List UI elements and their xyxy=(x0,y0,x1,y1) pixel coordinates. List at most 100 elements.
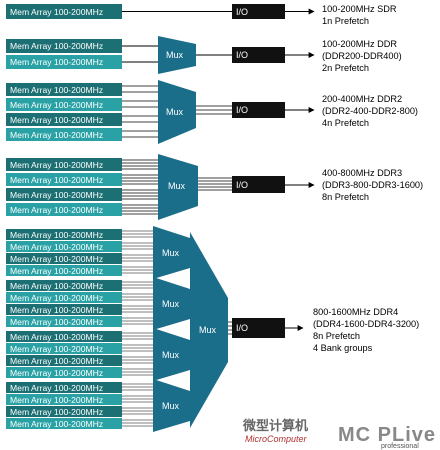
ddr4-label-line-3: 8n Prefetch xyxy=(313,331,360,341)
mux-label: Mux xyxy=(166,50,184,60)
ddr3-label-line-1: 400-800MHz DDR3 xyxy=(322,168,402,178)
memory-array-label: Mem Array 100-200MHz xyxy=(10,41,103,51)
memory-array-label: Mem Array 100-200MHz xyxy=(10,160,103,170)
data-lines xyxy=(122,332,153,376)
mux-block xyxy=(158,154,198,220)
ddr4-label-line-2: (DDR4-1600-DDR4-3200) xyxy=(313,319,419,329)
memory-array-block xyxy=(6,158,122,171)
ddr3-label-line-2: (DDR3-800-DDR3-1600) xyxy=(322,180,423,190)
io-label: I/O xyxy=(236,105,248,115)
memory-array-block xyxy=(6,39,122,53)
ddr3-label-line-3: 8n Prefetch xyxy=(322,192,369,202)
mux-label: Mux xyxy=(166,107,184,117)
ddr-section: Mem Array 100-200MHz Mem Array 100-200MH… xyxy=(6,36,402,74)
memory-array-block xyxy=(6,113,122,126)
mux-label: Mux xyxy=(162,350,180,360)
bank-group-1: Mem Array 100-200MHz Mem Array 100-200MH… xyxy=(6,226,190,279)
data-lines xyxy=(228,321,232,335)
data-lines xyxy=(122,281,153,325)
ddr-label-line-1: 100-200MHz DDR xyxy=(322,39,397,49)
watermark: 微型计算机 MicroComputer MC PLive professiona… xyxy=(242,418,436,450)
io-block xyxy=(232,4,285,19)
memory-array-block xyxy=(6,418,122,429)
memory-array-label: Mem Array 100-200MHz xyxy=(10,317,103,327)
memory-array-label: Mem Array 100-200MHz xyxy=(10,356,103,366)
ddr4-section: Mem Array 100-200MHz Mem Array 100-200MH… xyxy=(6,226,419,432)
memory-array-block xyxy=(6,331,122,342)
memory-array-label: Mem Array 100-200MHz xyxy=(10,368,103,378)
data-lines xyxy=(122,230,153,274)
memory-array-label: Mem Array 100-200MHz xyxy=(10,254,103,264)
memory-array-block xyxy=(6,355,122,366)
main-mux-label: Mux xyxy=(199,325,217,335)
ddr4-label-line-1: 800-1600MHz DDR4 xyxy=(313,307,398,317)
watermark-en: MicroComputer xyxy=(245,434,308,444)
io-block xyxy=(232,47,285,63)
memory-array-block xyxy=(6,280,122,291)
sdr-label-line-1: 100-200MHz SDR xyxy=(322,4,397,14)
memory-array-block xyxy=(6,382,122,393)
memory-array-block xyxy=(6,98,122,111)
ddr3-section: Mem Array 100-200MHz Mem Array 100-200MH… xyxy=(6,154,423,220)
io-label: I/O xyxy=(236,50,248,60)
memory-array-block xyxy=(6,394,122,405)
sdr-label-line-2: 1n Prefetch xyxy=(322,16,369,26)
ddr2-label-line-1: 200-400MHz DDR2 xyxy=(322,94,402,104)
bank-group-3: Mem Array 100-200MHz Mem Array 100-200MH… xyxy=(6,328,190,381)
bank-group-4: Mem Array 100-200MHz Mem Array 100-200MH… xyxy=(6,379,190,432)
data-lines xyxy=(196,105,232,115)
memory-array-block xyxy=(6,173,122,186)
memory-array-block xyxy=(6,4,122,19)
memory-array-block xyxy=(6,406,122,417)
memory-array-block xyxy=(6,128,122,141)
mux-label: Mux xyxy=(162,401,180,411)
io-block xyxy=(232,176,285,193)
data-lines xyxy=(198,177,232,191)
memory-array-label: Mem Array 100-200MHz xyxy=(10,395,103,405)
memory-array-block xyxy=(6,304,122,315)
memory-array-label: Mem Array 100-200MHz xyxy=(10,57,103,67)
ddr-label-line-2: (DDR200-DDR400) xyxy=(322,51,402,61)
memory-array-block xyxy=(6,292,122,303)
memory-array-block xyxy=(6,241,122,252)
mux-block xyxy=(153,226,190,279)
memory-array-label: Mem Array 100-200MHz xyxy=(10,115,103,125)
data-lines xyxy=(122,85,158,138)
ddr2-section: Mem Array 100-200MHz Mem Array 100-200MH… xyxy=(6,80,418,144)
memory-array-label: Mem Array 100-200MHz xyxy=(10,242,103,252)
ddr-label-line-3: 2n Prefetch xyxy=(322,63,369,73)
watermark-logo: MC PLive xyxy=(338,424,436,446)
memory-array-block xyxy=(6,83,122,96)
io-label: I/O xyxy=(236,7,248,17)
memory-array-label: Mem Array 100-200MHz xyxy=(10,7,103,17)
memory-array-label: Mem Array 100-200MHz xyxy=(10,230,103,240)
io-label: I/O xyxy=(236,180,248,190)
memory-array-label: Mem Array 100-200MHz xyxy=(10,383,103,393)
memory-array-block xyxy=(6,367,122,378)
bank-group-2: Mem Array 100-200MHz Mem Array 100-200MH… xyxy=(6,277,190,330)
watermark-cn: 微型计算机 xyxy=(242,418,308,433)
mux-block xyxy=(153,328,190,381)
memory-array-block xyxy=(6,253,122,264)
sdr-section: Mem Array 100-200MHz I/O 100-200MHz SDR … xyxy=(6,4,397,26)
memory-array-label: Mem Array 100-200MHz xyxy=(10,332,103,342)
memory-array-label: Mem Array 100-200MHz xyxy=(10,407,103,417)
mux-block xyxy=(153,277,190,330)
memory-array-label: Mem Array 100-200MHz xyxy=(10,85,103,95)
memory-array-label: Mem Array 100-200MHz xyxy=(10,266,103,276)
ddr2-label-line-2: (DDR2-400-DDR2-800) xyxy=(322,106,418,116)
memory-array-label: Mem Array 100-200MHz xyxy=(10,205,103,215)
mux-label: Mux xyxy=(162,248,180,258)
memory-array-block xyxy=(6,188,122,201)
mux-label: Mux xyxy=(168,181,186,191)
mux-block xyxy=(158,80,196,144)
memory-array-label: Mem Array 100-200MHz xyxy=(10,305,103,315)
memory-array-label: Mem Array 100-200MHz xyxy=(10,419,103,429)
memory-array-block xyxy=(6,203,122,216)
watermark-sub: professional xyxy=(381,443,419,450)
memory-array-label: Mem Array 100-200MHz xyxy=(10,344,103,354)
memory-array-label: Mem Array 100-200MHz xyxy=(10,281,103,291)
io-block xyxy=(232,318,285,338)
io-block xyxy=(232,102,285,118)
